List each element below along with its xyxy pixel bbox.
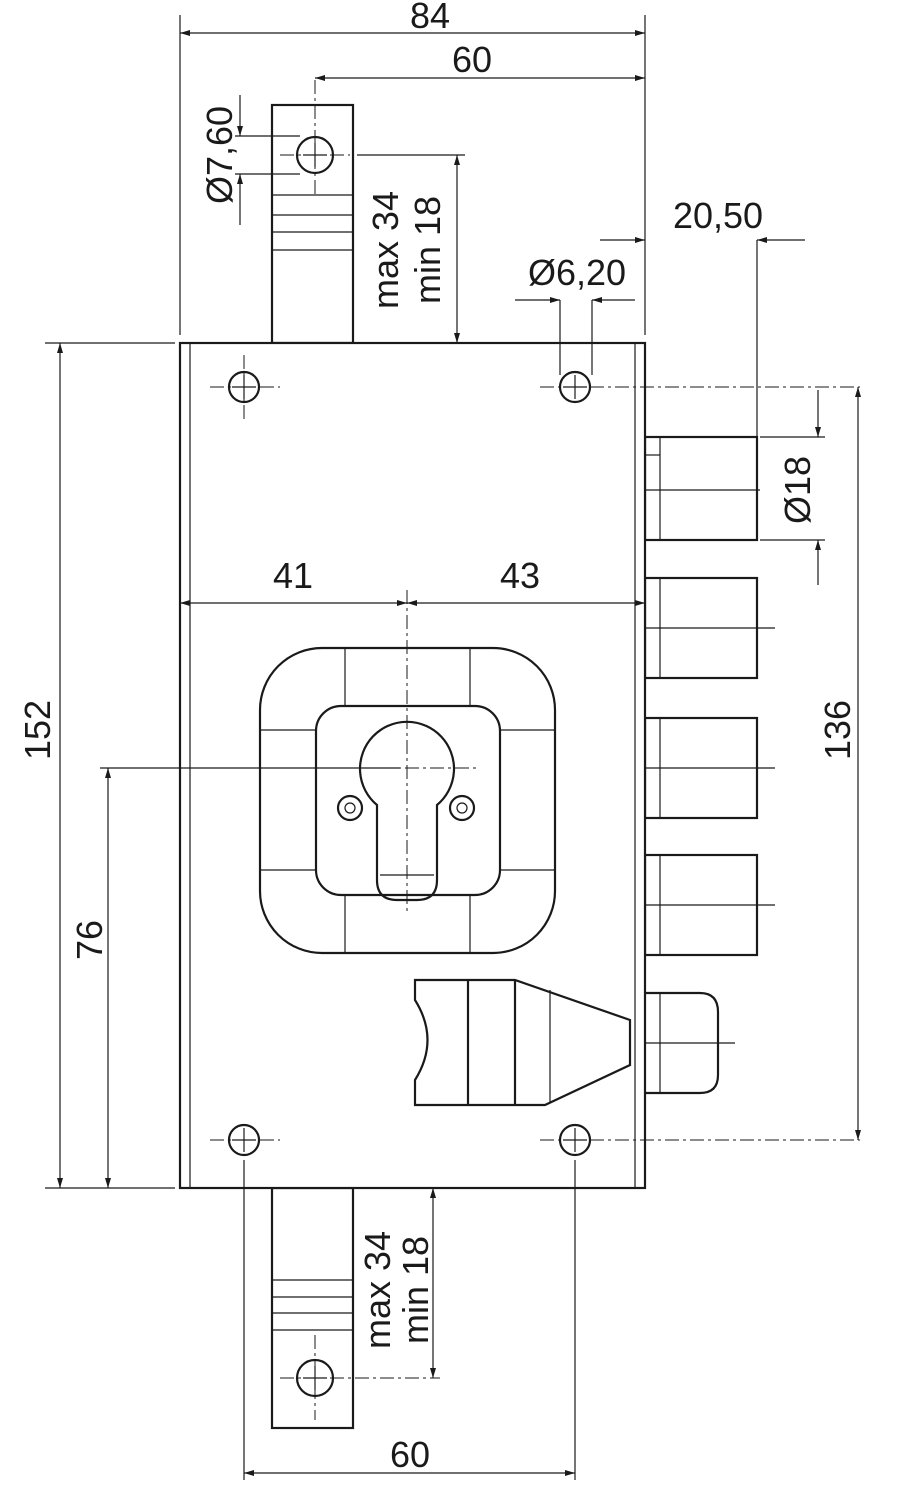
dim-bolt-diameter: Ø18 bbox=[777, 456, 818, 524]
lock-body bbox=[178, 341, 647, 1190]
dim-top-min: min 18 bbox=[407, 196, 448, 304]
dim-hole-top: Ø7,60 bbox=[199, 106, 240, 204]
dim-top-60: 60 bbox=[452, 39, 492, 80]
keyhole bbox=[358, 720, 456, 902]
dim-76: 76 bbox=[69, 920, 110, 960]
dim-136: 136 bbox=[817, 700, 858, 760]
dim-top-max: max 34 bbox=[365, 191, 406, 309]
dim-43: 43 bbox=[500, 555, 540, 596]
mounting-holes bbox=[210, 300, 860, 1480]
cylinder-housing bbox=[258, 590, 557, 955]
dimension-lines bbox=[45, 15, 861, 1476]
dim-bottom-60: 60 bbox=[390, 1434, 430, 1475]
dim-20-50: 20,50 bbox=[673, 195, 763, 236]
dim-hole-6-20: Ø6,20 bbox=[528, 252, 626, 293]
deadbolts bbox=[620, 435, 775, 957]
dim-41: 41 bbox=[273, 555, 313, 596]
dim-152: 152 bbox=[17, 700, 58, 760]
dim-bottom-max: max 34 bbox=[357, 1231, 398, 1349]
dim-overall-width: 84 bbox=[410, 0, 450, 36]
latch-bevel bbox=[413, 978, 632, 1107]
top-strike-plate bbox=[270, 80, 355, 345]
dim-bottom-min: min 18 bbox=[395, 1236, 436, 1344]
